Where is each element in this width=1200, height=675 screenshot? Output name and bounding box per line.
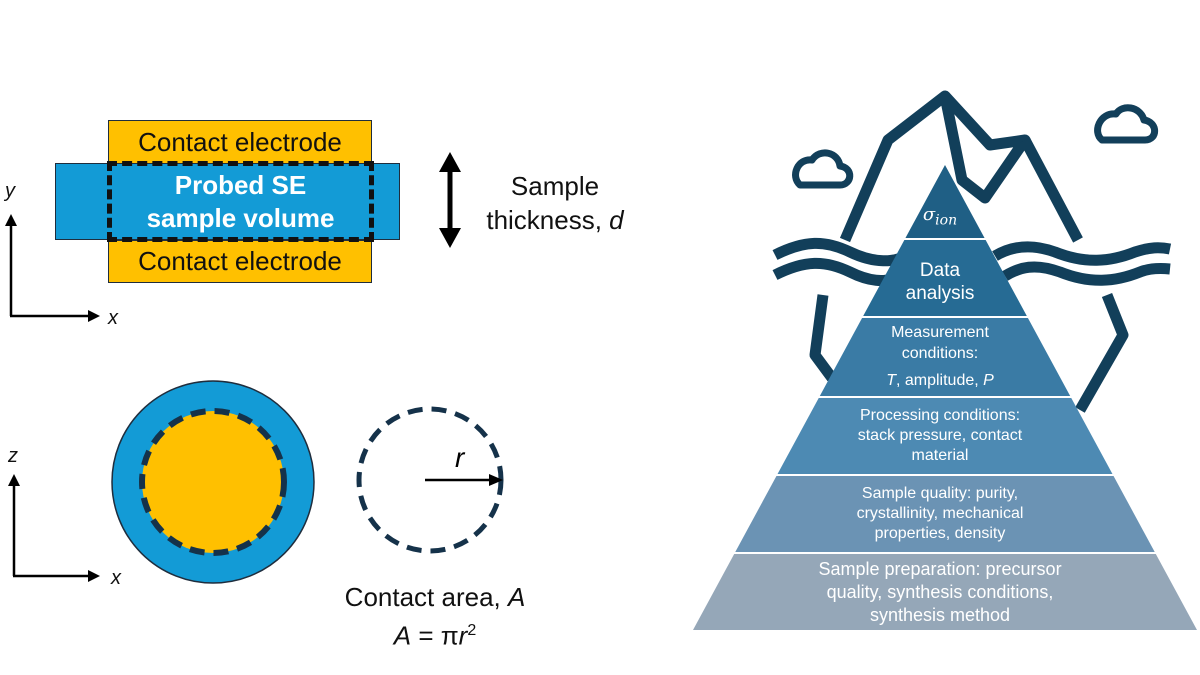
x-axis-label-bottom: x <box>111 567 121 589</box>
top-electrode-label: Contact electrode <box>138 126 342 157</box>
thickness-double-arrow-icon <box>439 152 461 248</box>
probed-volume-line1: Probed SE <box>174 169 307 200</box>
tier-processing-shape <box>777 398 1113 474</box>
formula-lhs: A <box>393 620 412 651</box>
formula-r: r <box>458 620 468 651</box>
tier3-line2: conditions: <box>901 344 979 362</box>
temperature-symbol: T <box>886 371 896 389</box>
contact-area-prefix: Contact area, <box>344 582 508 612</box>
tier-processing-conditions: Processing conditions: stack pressure, c… <box>800 400 1080 472</box>
formula-exponent: 2 <box>467 622 477 639</box>
radius-label: r <box>455 442 465 473</box>
amplitude-text: , amplitude, <box>895 371 984 389</box>
sample-thickness-label: Sample thickness, d <box>470 169 640 237</box>
contact-area-label: Contact area, A A = πr2 <box>300 580 570 653</box>
iceberg-right-slope <box>1020 137 1083 243</box>
tier-ionic-conductivity: σion <box>890 194 990 238</box>
cloud-left-icon <box>792 149 854 189</box>
contact-area-line: Contact area, A <box>300 580 570 614</box>
sigma-symbol: σ <box>922 203 936 225</box>
thickness-prefix: thickness, <box>486 205 610 235</box>
tier5-line2: crystallinity, mechanical <box>856 505 1024 522</box>
tier-data-analysis: Data analysis <box>880 250 1000 314</box>
z-axis-label: z <box>8 445 18 467</box>
xy-axes-icon <box>5 214 100 322</box>
contact-outline-dashed <box>139 408 287 556</box>
tier3-line3: T, amplitude, P <box>886 370 994 391</box>
iceberg-underwater-right <box>1075 292 1129 413</box>
tier-sample-preparation: Sample preparation: precursor quality, s… <box>720 555 1160 629</box>
tier-ionic-conductivity-shape <box>905 165 985 238</box>
sigma-ion-label: σion <box>923 204 957 229</box>
zx-axes-icon <box>8 474 100 582</box>
tier6-line3: synthesis method <box>869 604 1011 625</box>
tier3-line1: Measurement <box>891 323 989 341</box>
x-axis-label-top: x <box>108 307 118 329</box>
radius-arrowhead-icon <box>489 474 503 486</box>
tier6-line1: Sample preparation: precursor <box>818 558 1062 579</box>
top-contact-electrode: Contact electrode <box>108 120 372 164</box>
ion-subscript: ion <box>935 212 958 229</box>
pressure-symbol: P <box>983 371 994 389</box>
tier6-line2: quality, synthesis conditions, <box>826 581 1054 602</box>
bottom-electrode-label: Contact electrode <box>138 246 342 276</box>
wave-lower-right <box>1002 261 1171 286</box>
tier-data-analysis-shape <box>863 240 1027 316</box>
area-formula: A = πr2 <box>300 614 570 653</box>
tier-sample-quality: Sample quality: purity, crystallinity, m… <box>770 478 1110 550</box>
tier5-line1: Sample quality: purity, <box>861 485 1019 502</box>
tier4-line3: material <box>911 447 969 464</box>
probed-volume-line2: sample volume <box>146 202 335 233</box>
tier4-line1: Processing conditions: <box>859 407 1021 424</box>
thickness-line1: Sample <box>510 171 600 201</box>
electrode-top-view-circles <box>111 380 315 584</box>
tier-sample-preparation-shape <box>693 554 1197 630</box>
iceberg-underwater-left <box>809 294 837 382</box>
electrode-disc <box>142 411 284 553</box>
tier2-line2: analysis <box>905 283 975 304</box>
bottom-contact-electrode: Contact electrode <box>108 240 372 283</box>
wave-upper-left <box>772 237 908 267</box>
tier-measurement-conditions: Measurement conditions: T, amplitude, P <box>840 318 1040 394</box>
cloud-right-icon <box>1094 104 1159 144</box>
tier-sample-quality-shape <box>735 476 1155 552</box>
thickness-line2: thickness, d <box>470 203 640 237</box>
tier-measurement-shape <box>819 318 1071 396</box>
wave-lower-left <box>772 257 896 286</box>
contact-area-symbol: A <box>507 582 526 612</box>
tier4-line2: stack pressure, contact <box>857 427 1023 444</box>
contact-area-circle <box>356 406 504 554</box>
iceberg-peak-outline <box>839 90 1031 243</box>
tier5-line3: properties, density <box>874 525 1006 542</box>
probed-sample-volume: Probed SE sample volume <box>107 161 374 242</box>
y-axis-label: y <box>5 180 15 202</box>
thickness-symbol: d <box>609 205 624 235</box>
tier2-line1: Data <box>919 260 961 281</box>
formula-mid: = π <box>411 620 459 651</box>
wave-upper-right <box>992 241 1172 266</box>
